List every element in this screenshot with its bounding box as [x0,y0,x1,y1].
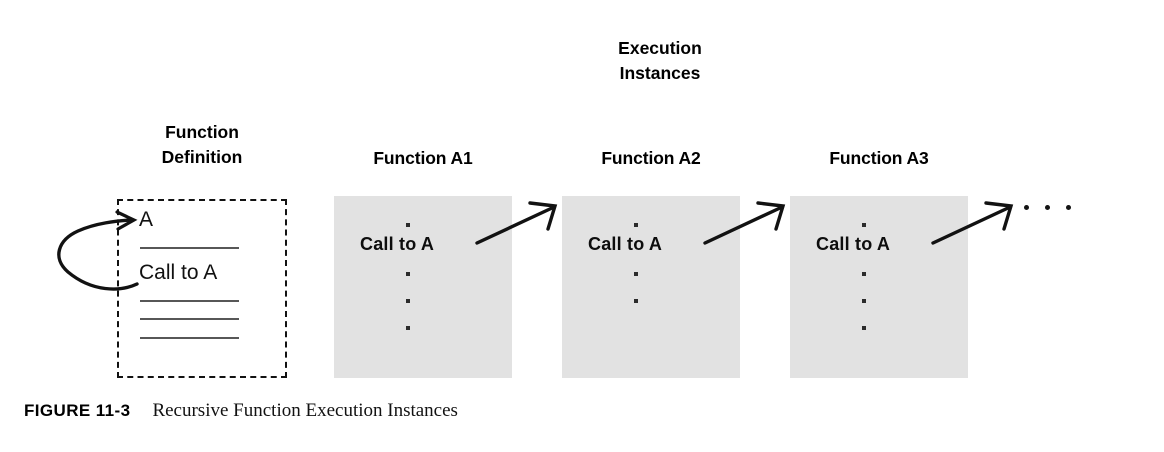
figure-caption-text: Recursive Function Execution Instances [152,400,458,421]
instance-header-a2: Function A2 [601,148,701,168]
instance-a1-dot-below-3 [406,326,410,330]
function-definition-title-line2: Definition [161,147,243,167]
function-definition-box [117,199,287,378]
execution-instances-title-line2: Instances [619,63,701,83]
continuation-dot-2 [1045,205,1050,210]
continuation-ellipsis [1024,205,1071,210]
instance-a1-dot-below-1 [406,272,410,276]
instance-a3-call-statement: Call to A [816,234,891,254]
figure-caption-label: FIGURE 11-3 [24,401,131,420]
function-definition-title-line1: Function [165,122,239,142]
definition-rule-1 [140,247,239,249]
execution-instances-title-line1: Execution [618,38,702,58]
continuation-dot-1 [1024,205,1029,210]
instance-a1-dot-below-2 [406,299,410,303]
instance-a1-call-statement: Call to A [360,234,435,254]
instance-a3-dot-above-1 [862,223,866,227]
instance-header-a3: Function A3 [829,148,929,168]
instance-a3-dot-below-3 [862,326,866,330]
instance-a3-dot-below-1 [862,272,866,276]
definition-rule-4 [140,337,239,339]
instance-box-a3 [790,196,968,378]
instance-a2-dot-above-1 [634,223,638,227]
function-definition-call-statement: Call to A [139,261,218,284]
definition-rule-2 [140,300,239,302]
definition-rule-3 [140,318,239,320]
instance-a2-dot-below-2 [634,299,638,303]
instance-a2-call-statement: Call to A [588,234,663,254]
instance-header-a1: Function A1 [373,148,473,168]
figure-caption: FIGURE 11-3 Recursive Function Execution… [24,400,458,422]
function-definition-name: A [139,208,154,231]
instance-a1-dot-above-1 [406,223,410,227]
execution-instances-title: Execution Instances [560,36,760,86]
function-definition-title: Function Definition [102,120,302,170]
instance-box-a2 [562,196,740,378]
instance-box-a1 [334,196,512,378]
instance-a2-dot-below-1 [634,272,638,276]
instance-a3-dot-below-2 [862,299,866,303]
continuation-dot-3 [1066,205,1071,210]
